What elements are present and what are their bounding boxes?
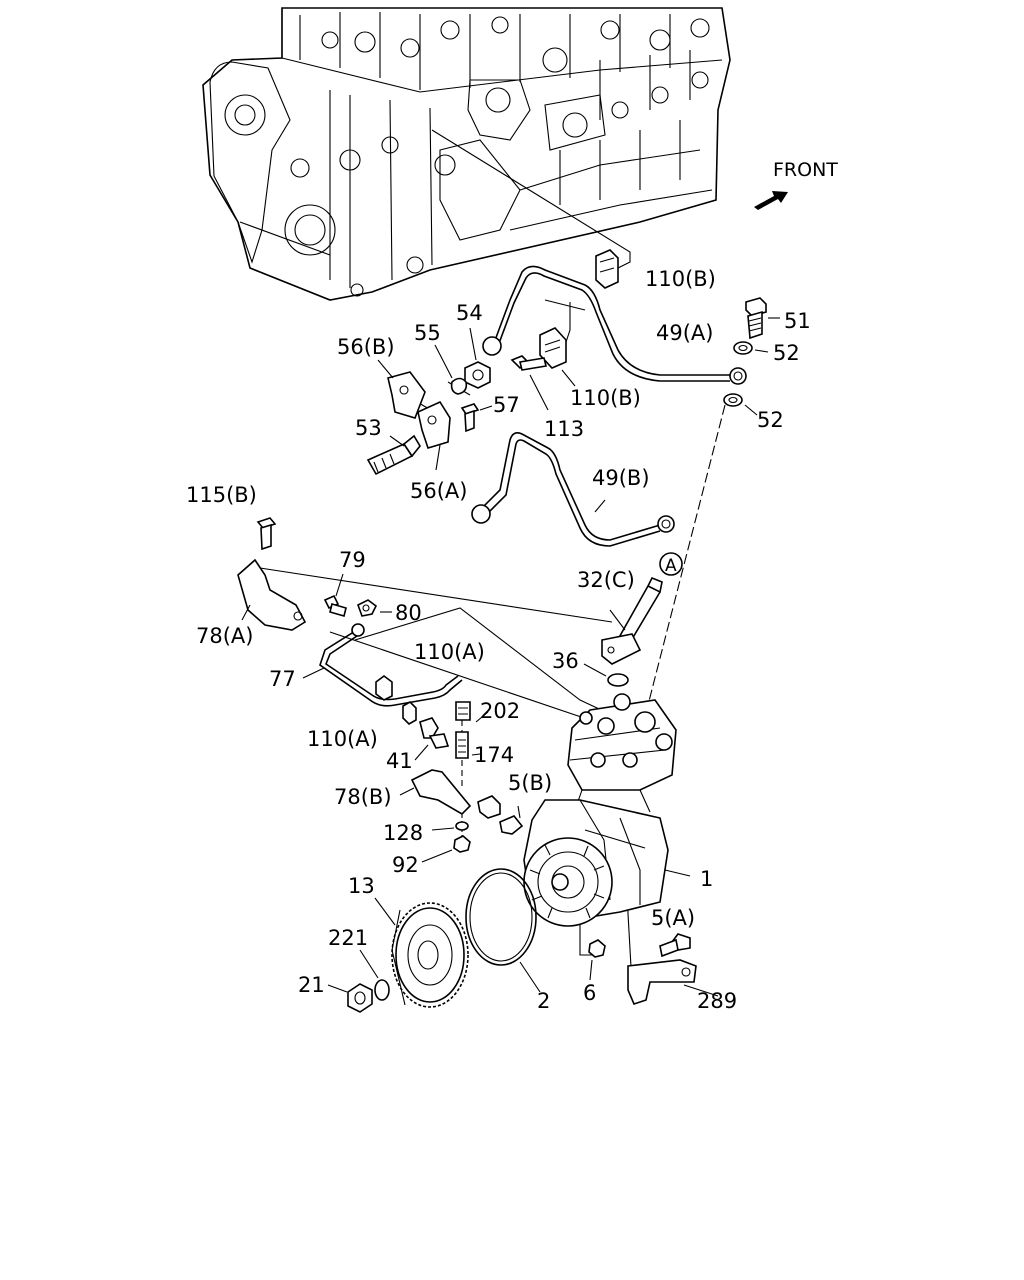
label-55: 55 xyxy=(414,321,441,345)
label-174: 174 xyxy=(474,743,514,767)
pipe-77 xyxy=(319,627,463,707)
label-92: 92 xyxy=(392,853,419,877)
label-49b: 49(B) xyxy=(592,466,650,490)
label-52-bottom: 52 xyxy=(757,408,784,432)
label-53: 53 xyxy=(355,416,382,440)
bracket-78b xyxy=(410,769,472,816)
bolt-57 xyxy=(460,403,480,433)
label-57: 57 xyxy=(493,393,520,417)
clip-110a-bottom xyxy=(402,701,417,725)
label-56a: 56(A) xyxy=(410,479,467,503)
label-49a: 49(A) xyxy=(656,321,713,345)
gear-13 xyxy=(391,902,469,1008)
gasket-2 xyxy=(465,868,537,966)
engine-block xyxy=(202,7,731,301)
pipe-49b xyxy=(479,432,661,541)
label-21: 21 xyxy=(298,973,325,997)
label-5a: 5(A) xyxy=(651,906,695,930)
bracket-78a xyxy=(237,558,307,631)
nut-54 xyxy=(464,361,491,389)
label-13: 13 xyxy=(348,874,375,898)
label-5b: 5(B) xyxy=(508,771,552,795)
label-56b: 56(B) xyxy=(337,335,395,359)
label-202: 202 xyxy=(480,699,520,723)
label-110b-mid: 110(B) xyxy=(570,386,641,410)
label-77: 77 xyxy=(269,667,296,691)
label-78b: 78(B) xyxy=(334,785,392,809)
bracket-289 xyxy=(627,959,697,1005)
clamp-55 xyxy=(450,377,468,395)
label-110b-top: 110(B) xyxy=(645,267,716,291)
label-221: 221 xyxy=(328,926,368,950)
bolt-41 xyxy=(419,717,450,749)
nut-80 xyxy=(357,599,378,617)
bolt-78b-fixing xyxy=(477,795,501,819)
flange-32c xyxy=(601,633,642,665)
front-indicator: FRONT xyxy=(754,159,838,210)
callout-labels: 110(B) 54 51 49(A) 52 56(B) 55 110(B) 52… xyxy=(186,267,811,1013)
clip-110b-mid xyxy=(539,327,567,369)
label-32c: 32(C) xyxy=(577,568,635,592)
label-115b: 115(B) xyxy=(186,483,257,507)
air-compressor xyxy=(523,693,691,927)
sensor-53 xyxy=(366,434,421,476)
bracket-56a xyxy=(417,400,451,449)
reference-circle-a-label: A xyxy=(665,556,677,576)
nut-21 xyxy=(347,983,373,1013)
label-54: 54 xyxy=(456,301,483,325)
label-110a-bottom: 110(A) xyxy=(307,727,378,751)
washer-52-top xyxy=(733,341,753,355)
nut-92 xyxy=(453,835,471,853)
label-36: 36 xyxy=(552,649,579,673)
label-78a: 78(A) xyxy=(196,624,253,648)
label-51: 51 xyxy=(784,309,811,333)
pipe-49a xyxy=(493,265,730,376)
washer-128 xyxy=(455,821,469,831)
front-arrow-icon xyxy=(754,191,788,210)
label-289: 289 xyxy=(697,989,737,1013)
label-110a-top: 110(A) xyxy=(414,640,485,664)
bolt-51 xyxy=(745,297,767,340)
clip-110a-top xyxy=(375,675,393,701)
leader-lines xyxy=(259,129,726,986)
label-128: 128 xyxy=(383,821,423,845)
label-6: 6 xyxy=(583,981,596,1005)
bolt-79 xyxy=(323,594,347,617)
o-ring-36 xyxy=(607,673,629,687)
label-41: 41 xyxy=(386,749,413,773)
bolt-5b xyxy=(499,815,524,835)
nut-6 xyxy=(588,939,606,958)
label-79: 79 xyxy=(339,548,366,572)
bolt-115b xyxy=(256,517,277,551)
label-2: 2 xyxy=(537,989,550,1013)
washer-221 xyxy=(374,979,390,1001)
fitting-174 xyxy=(455,731,469,759)
union-202 xyxy=(455,701,471,721)
clip-110b-top xyxy=(595,249,619,289)
label-113: 113 xyxy=(544,417,584,441)
label-52-top: 52 xyxy=(773,341,800,365)
reference-circle-a xyxy=(659,552,683,576)
label-80: 80 xyxy=(395,601,422,625)
bolt-113 xyxy=(510,355,547,371)
front-label: FRONT xyxy=(773,159,838,181)
bracket-56b xyxy=(387,371,426,419)
washer-52-bottom xyxy=(723,393,743,407)
bolt-5a xyxy=(659,933,691,958)
label-1: 1 xyxy=(700,867,713,891)
